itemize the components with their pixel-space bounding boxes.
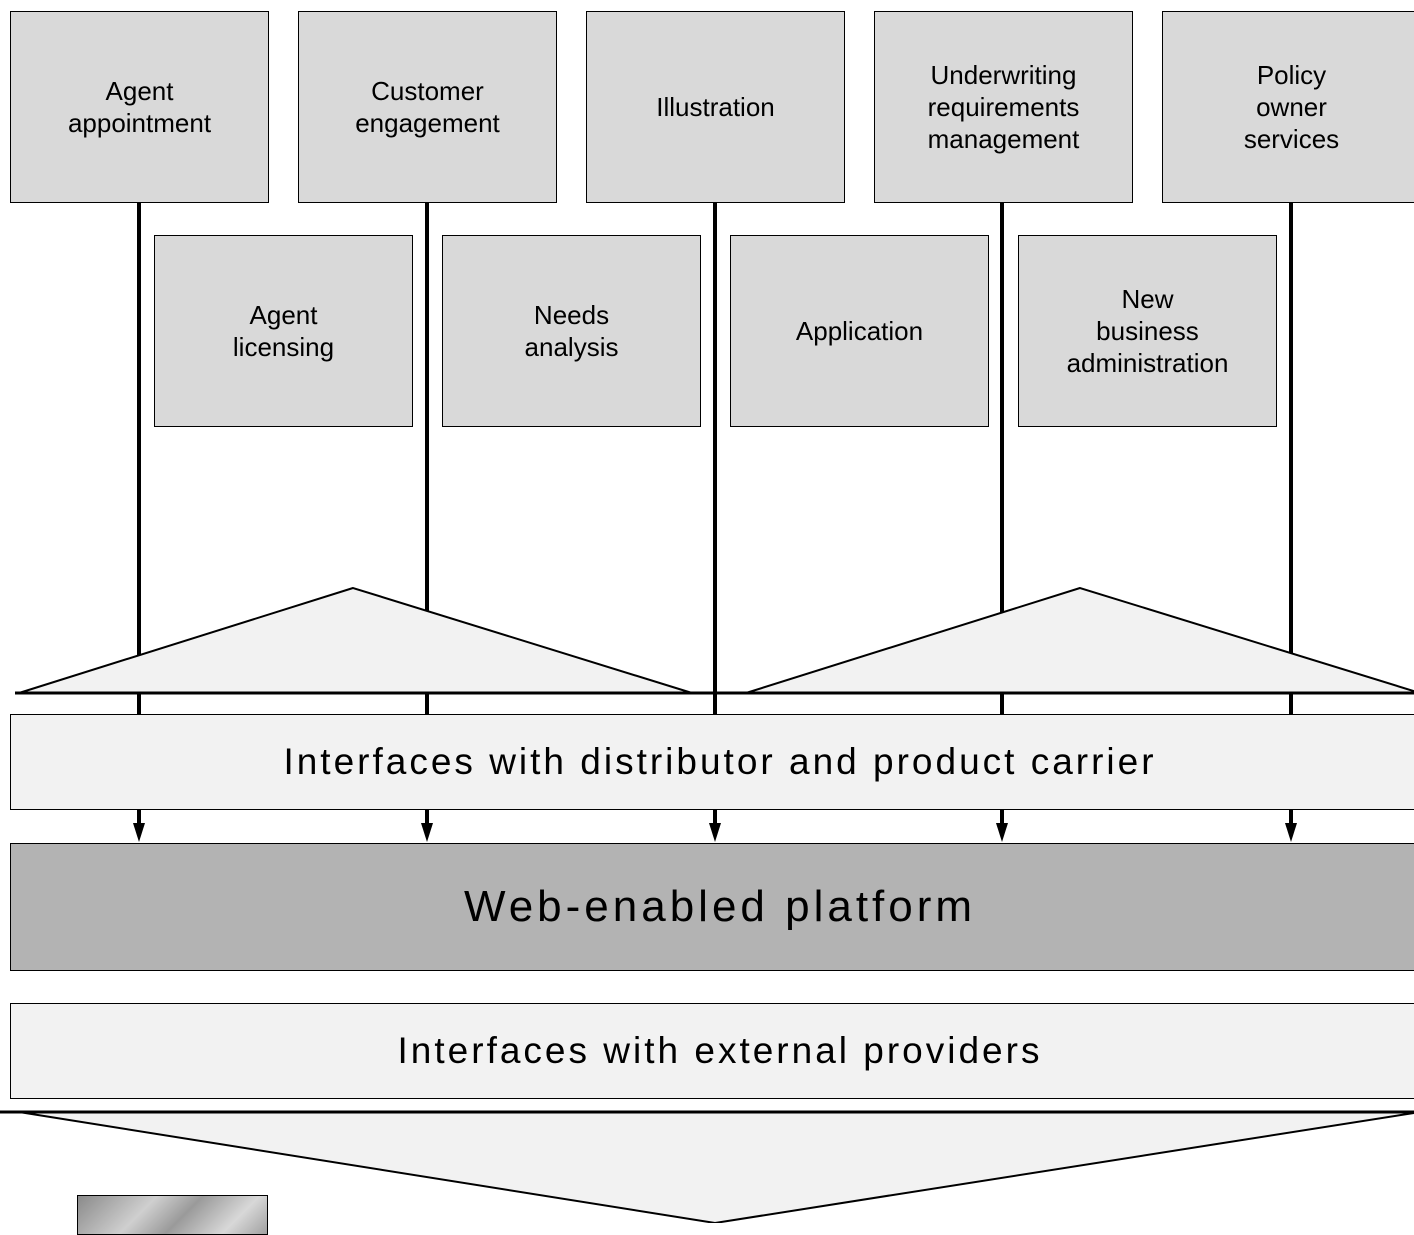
arrow-down-icon — [709, 823, 721, 842]
underwriting-requirements-label: Underwriting requirements management — [927, 60, 1080, 154]
agent-appointment-box: Agent appointment — [10, 11, 269, 203]
customer-engagement-box: Customer engagement — [298, 11, 557, 203]
external-interfaces-label: Interfaces with external providers — [397, 1030, 1043, 1071]
policy-owner-services-label: Policy owner services — [1243, 60, 1340, 154]
arrow-down-icon — [1285, 823, 1297, 842]
new-business-admin-label: New business administration — [1066, 284, 1229, 378]
arrow-down-icon — [421, 823, 433, 842]
partial-image-thumbnail — [77, 1195, 268, 1235]
agent-appointment-label: Agent appointment — [67, 76, 212, 138]
distributor-interfaces-band: Interfaces with distributor and product … — [10, 714, 1414, 810]
new-business-admin-box: New business administration — [1018, 235, 1277, 427]
distributor-interfaces-label: Interfaces with distributor and product … — [283, 741, 1157, 782]
customer-engagement-label: Customer engagement — [355, 76, 500, 138]
external-interfaces-band: Interfaces with external providers — [10, 1003, 1414, 1099]
illustration-label: Illustration — [656, 92, 775, 122]
policy-owner-services-box: Policy owner services — [1162, 11, 1414, 203]
agent-licensing-box: Agent licensing — [154, 235, 413, 427]
arrow-down-icon — [133, 823, 145, 842]
agent-licensing-label: Agent licensing — [232, 300, 335, 362]
needs-analysis-label: Needs analysis — [524, 300, 619, 362]
illustration-box: Illustration — [586, 11, 845, 203]
arrow-down-icon — [996, 823, 1008, 842]
underwriting-requirements-box: Underwriting requirements management — [874, 11, 1133, 203]
platform-label: Web-enabled platform — [463, 882, 977, 931]
application-label: Application — [795, 316, 924, 346]
needs-analysis-box: Needs analysis — [442, 235, 701, 427]
platform-band: Web-enabled platform — [10, 843, 1414, 971]
application-box: Application — [730, 235, 989, 427]
